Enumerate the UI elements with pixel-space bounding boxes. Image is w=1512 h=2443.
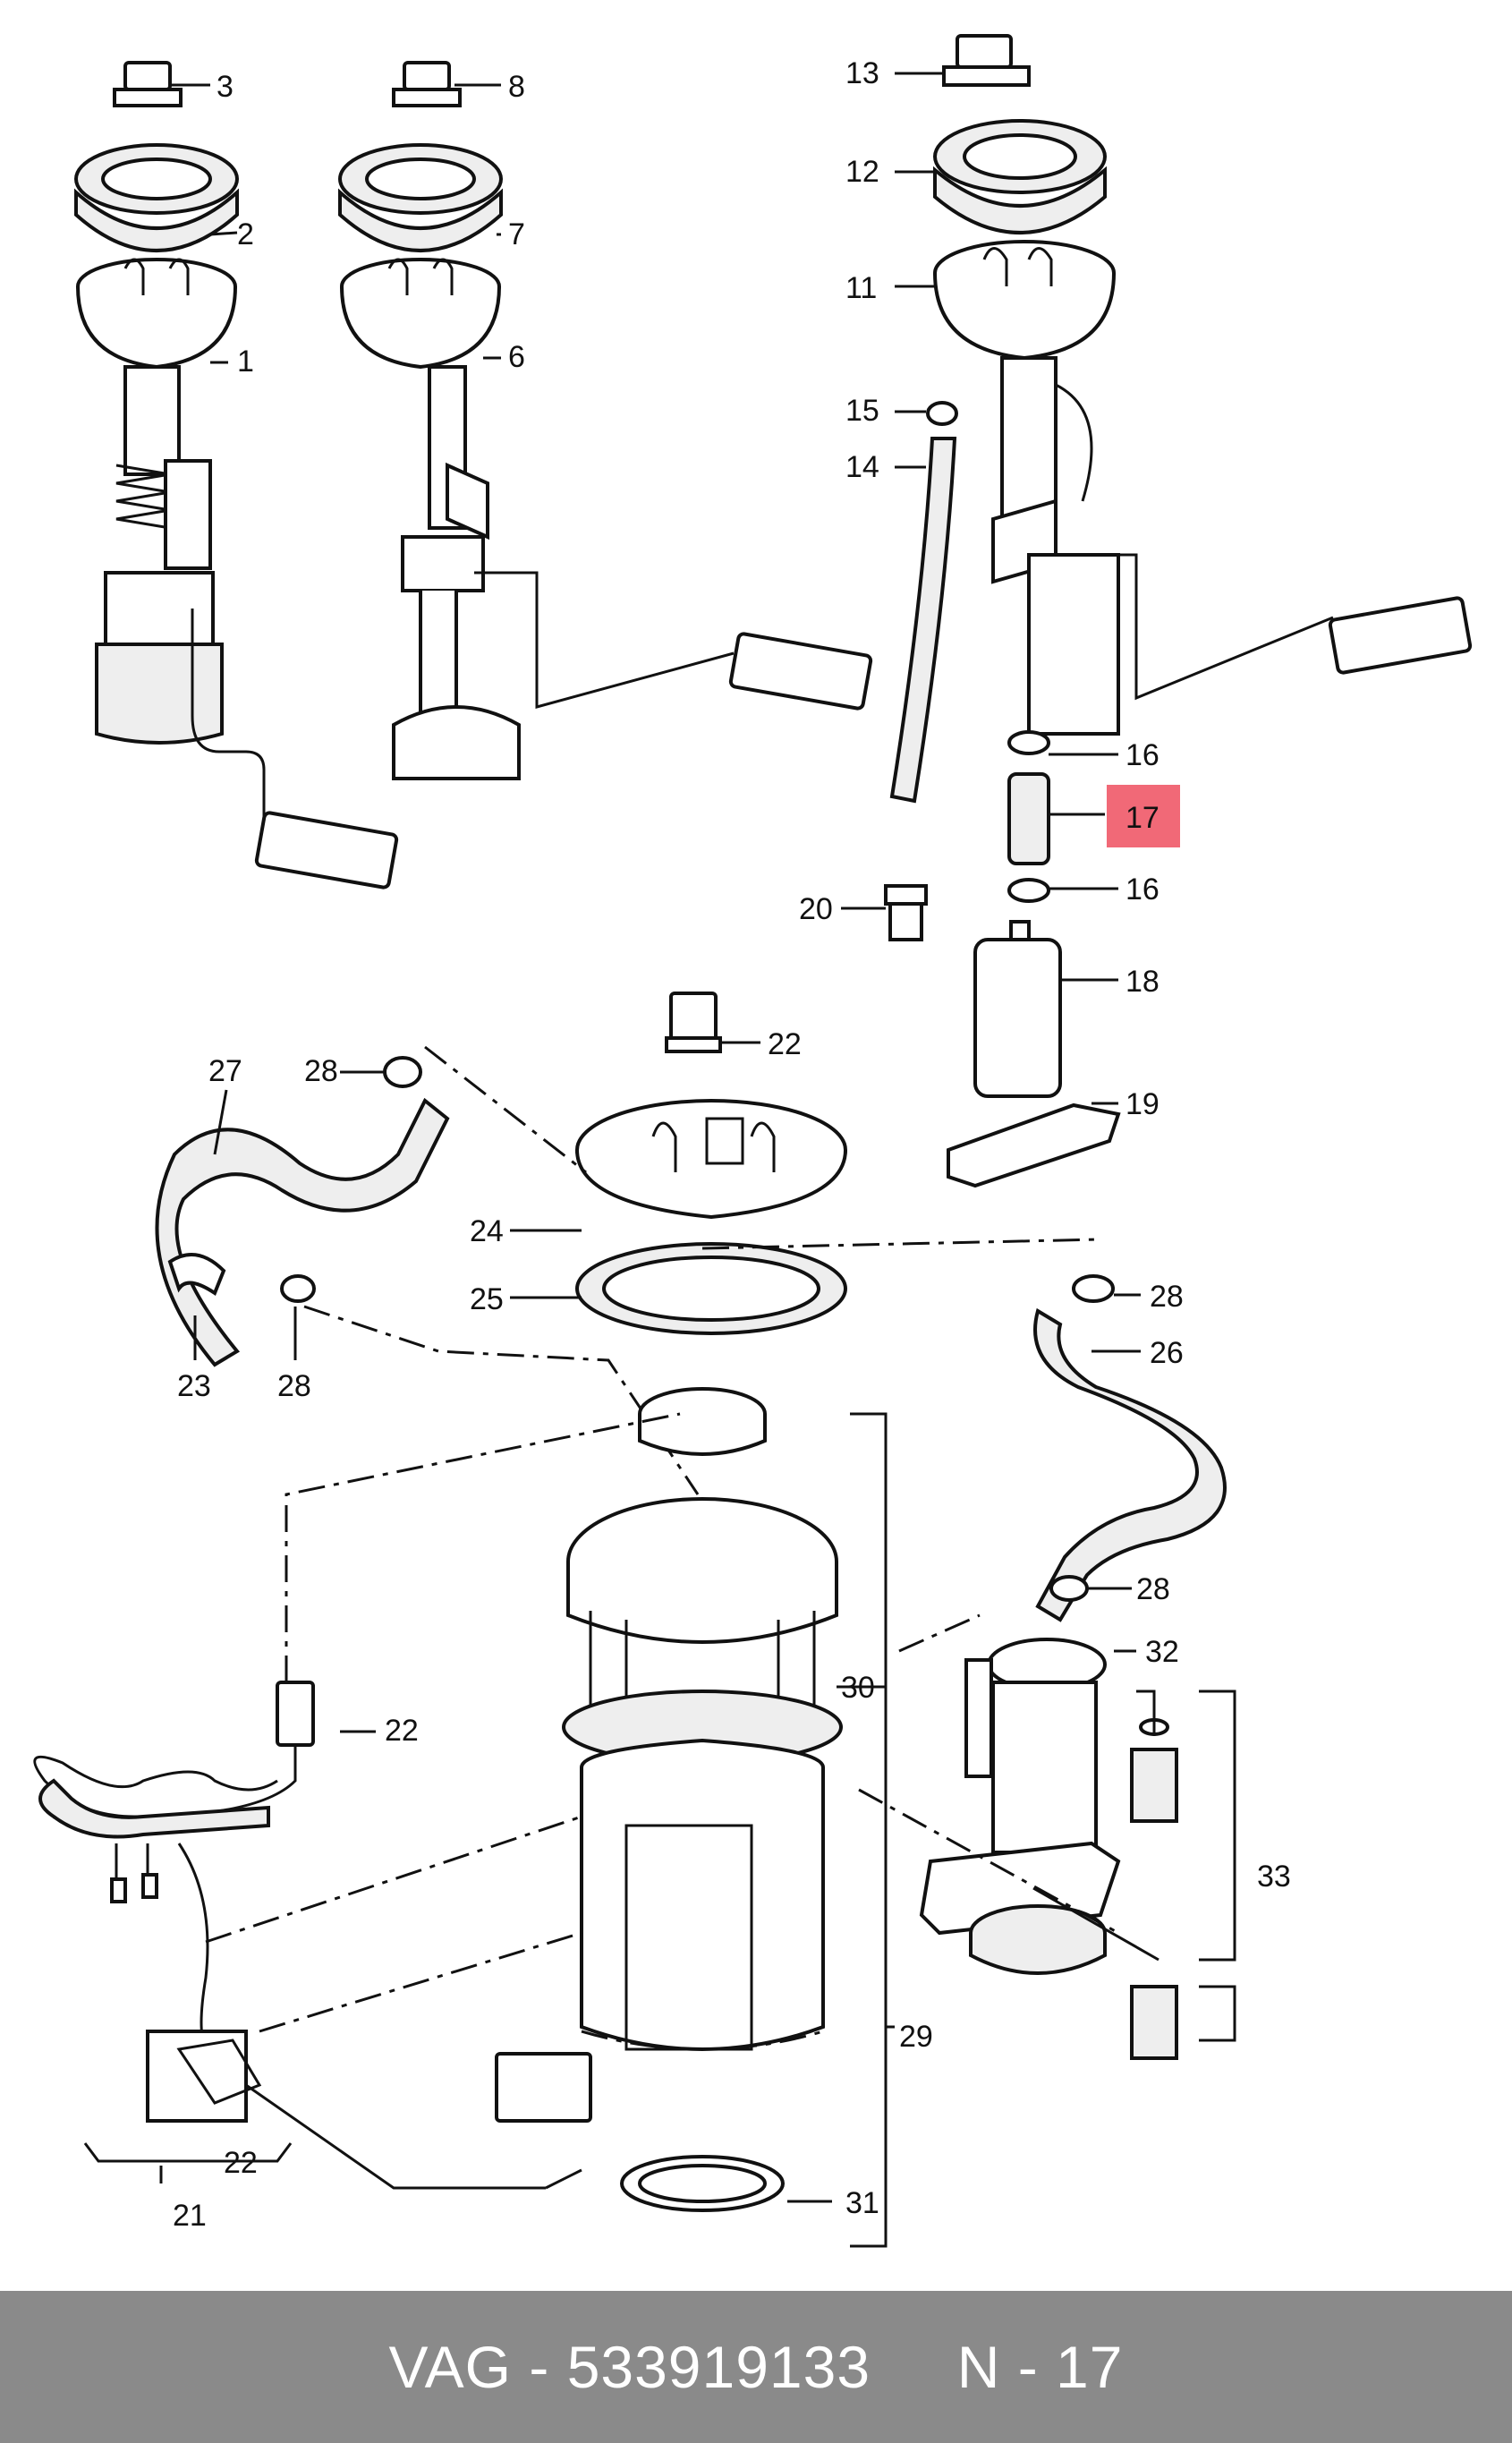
callout-19: 19 <box>1126 1087 1159 1121</box>
housing-29-drawing <box>562 1387 895 2248</box>
footer-caption: VAG - 533919133 N - 17 <box>389 2333 1124 2401</box>
callout-27: 27 <box>208 1054 242 1088</box>
footer-part-number: 533919133 <box>566 2334 871 2400</box>
harness-21-drawing <box>33 1412 681 2190</box>
callout-25: 25 <box>470 1282 504 1316</box>
callout-16-upper: 16 <box>1126 738 1159 772</box>
callout-22-top: 22 <box>768 1027 802 1061</box>
callout-14: 14 <box>845 450 879 484</box>
footer-bar: VAG - 533919133 N - 17 <box>0 2291 1512 2443</box>
highlight-box <box>1107 785 1180 847</box>
assembly-32-drawing <box>858 1613 1236 2060</box>
callout-23: 23 <box>177 1369 211 1403</box>
assembly-1-drawing <box>74 61 399 890</box>
callout-11: 11 <box>845 271 877 305</box>
callout-28-topleft: 28 <box>304 1054 338 1088</box>
callout-12: 12 <box>845 155 879 189</box>
callout-22-bottom: 22 <box>224 2146 258 2180</box>
callout-29: 29 <box>899 2020 933 2054</box>
callout-3: 3 <box>217 70 234 104</box>
callout-13: 13 <box>845 56 879 90</box>
callout-26: 26 <box>1150 1336 1184 1370</box>
fuel-pump-exploded-diagram: 3 2 1 8 7 6 13 12 11 15 14 16 17 16 20 1… <box>33 34 1473 2248</box>
footer-ref: N - 17 <box>956 2334 1124 2400</box>
callout-22-mid: 22 <box>385 1714 419 1748</box>
assembly-11-drawing <box>884 34 1473 1188</box>
footer-separator: - <box>529 2334 550 2400</box>
callout-24: 24 <box>470 1214 504 1248</box>
callout-17: 17 <box>1126 801 1159 835</box>
callout-32: 32 <box>1145 1635 1179 1669</box>
callout-labels: 3 2 1 8 7 6 13 12 11 15 14 16 17 16 20 1… <box>173 56 1291 2233</box>
callout-8: 8 <box>508 70 525 104</box>
callout-28-left: 28 <box>277 1369 311 1403</box>
callout-31: 31 <box>845 2186 879 2220</box>
callout-18: 18 <box>1126 965 1159 999</box>
callout-2: 2 <box>237 217 254 251</box>
callout-7: 7 <box>508 217 525 251</box>
callout-1: 1 <box>237 345 254 379</box>
middle-cluster-drawing <box>155 992 1227 1622</box>
callout-15: 15 <box>845 394 879 428</box>
callout-33: 33 <box>1257 1860 1291 1894</box>
callout-28-lower: 28 <box>1136 1572 1170 1606</box>
assembly-6-drawing <box>338 61 873 780</box>
leader-lines <box>170 72 1141 2203</box>
callout-21: 21 <box>173 2199 207 2233</box>
callout-30: 30 <box>841 1671 875 1705</box>
footer-brand: VAG <box>388 2334 513 2400</box>
callout-28-right: 28 <box>1150 1280 1184 1314</box>
callout-16-lower: 16 <box>1126 872 1159 907</box>
callout-6: 6 <box>508 340 525 374</box>
callout-20: 20 <box>799 892 833 926</box>
